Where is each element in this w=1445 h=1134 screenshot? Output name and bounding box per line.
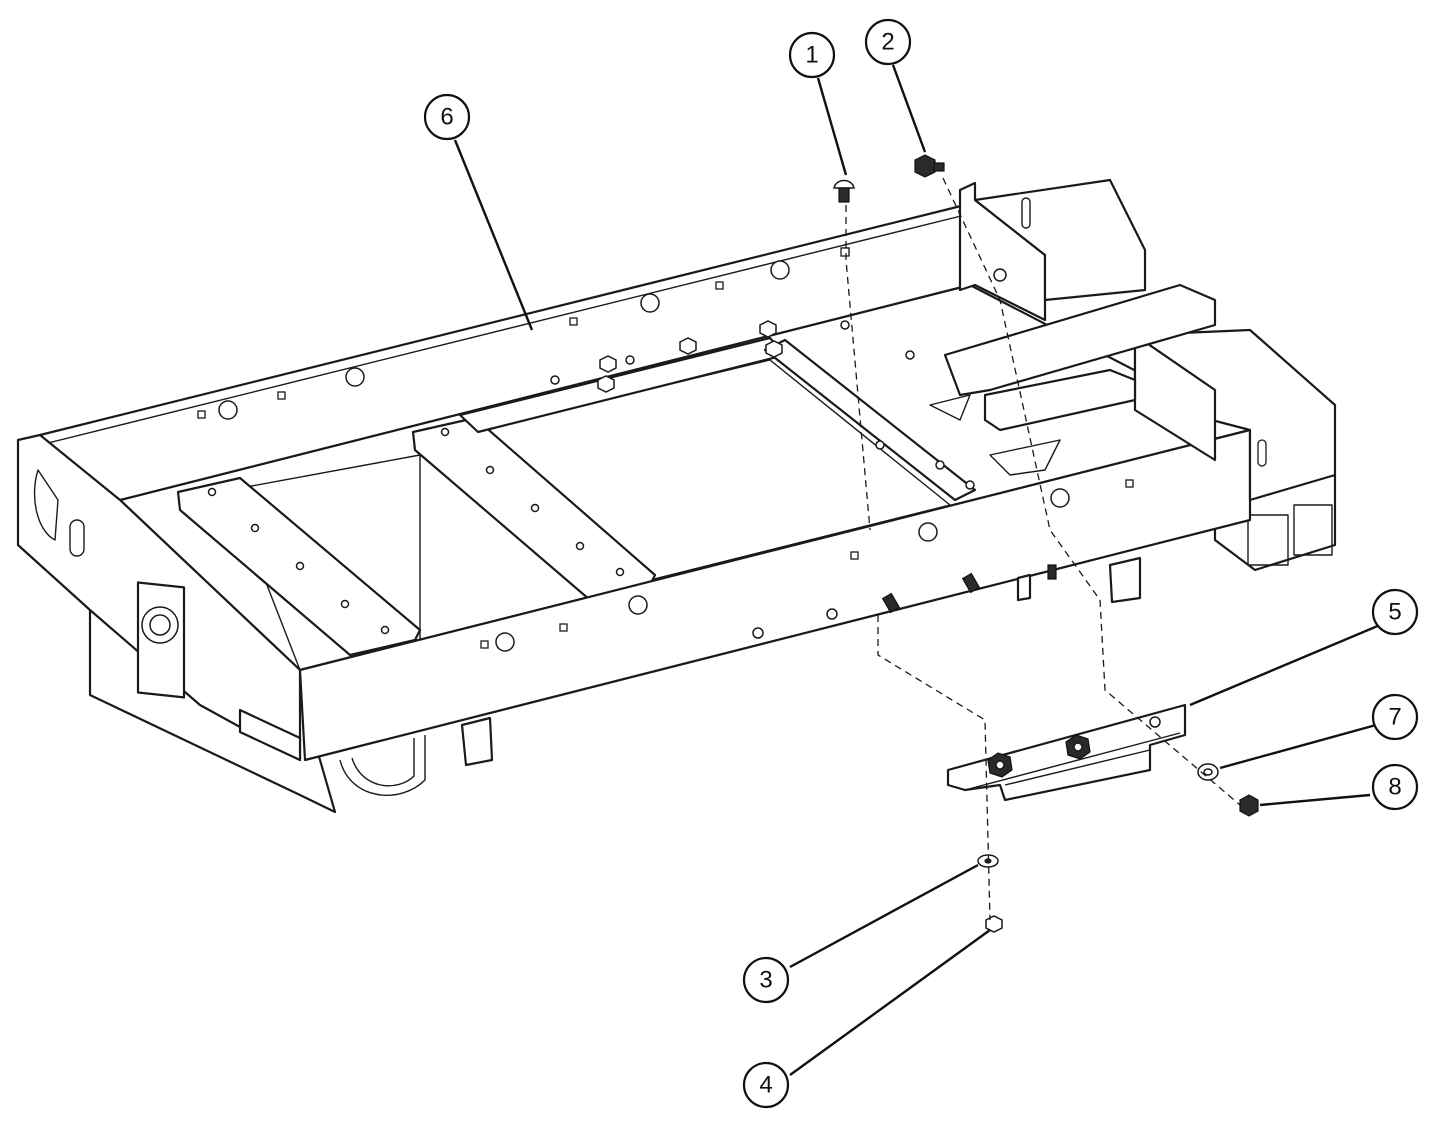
deck-bolt: [599, 355, 617, 373]
back-rail-edge: [39, 214, 966, 446]
deck-bracket-lower: [983, 368, 1137, 432]
front-rail-square: [559, 623, 568, 632]
rail-stud: [1047, 564, 1057, 580]
member-hole: [380, 625, 390, 635]
deck-hole: [625, 355, 635, 365]
callout-2: 2: [864, 18, 912, 66]
left-end-slot-1: [33, 469, 59, 541]
left-end-slot-2: [69, 519, 85, 557]
deck-hole: [875, 440, 885, 450]
wheel-arc: [339, 735, 426, 796]
front-rail-square: [850, 551, 859, 560]
tube-end-right: [1293, 504, 1333, 556]
under-tab-2: [1108, 556, 1142, 604]
member-hole: [295, 561, 305, 571]
callout-1: 1: [788, 31, 836, 79]
callout-1-label: 1: [805, 42, 818, 69]
leader-5: [1189, 623, 1381, 707]
part-8-nut: [1239, 794, 1259, 817]
member-hole: [440, 427, 450, 437]
part-5-bracket: [946, 703, 1187, 802]
member-hole: [575, 541, 585, 551]
deck-hole: [965, 480, 975, 490]
deck-hole: [935, 460, 945, 470]
rail-square: [715, 281, 724, 290]
front-rail-square: [1257, 439, 1267, 467]
member-hole: [615, 567, 625, 577]
deck-bolt: [679, 337, 697, 355]
leader-lines: [453, 64, 1381, 1076]
part-1-carriage-bolt: [833, 179, 855, 257]
callout-8: 8: [1371, 763, 1419, 811]
upright-hole: [993, 268, 1007, 282]
deck-hole: [905, 350, 915, 360]
part-2-flange-bolt: [914, 154, 945, 178]
rail-square: [569, 317, 578, 326]
tube-end-left: [1247, 514, 1289, 566]
callout-2-label: 2: [881, 29, 894, 56]
callout-3: 3: [742, 956, 790, 1004]
callout-4-label: 4: [759, 1072, 772, 1099]
rail-hole: [218, 400, 238, 420]
callout-3-label: 3: [759, 967, 772, 994]
deck-bracket: [943, 283, 1217, 397]
deck-hole: [840, 320, 850, 330]
deck-bolt: [597, 375, 615, 393]
leader-6: [453, 139, 534, 331]
front-rail-hole: [628, 595, 648, 615]
part-4-nut: [985, 915, 1003, 933]
bearing-inner: [149, 614, 171, 636]
upright-slot: [1021, 197, 1031, 229]
member-hole: [485, 465, 495, 475]
rail-square: [277, 391, 286, 400]
leader-7: [1219, 723, 1377, 770]
leader-2: [891, 64, 927, 153]
rail-square: [197, 410, 206, 419]
rail-stud: [881, 592, 901, 614]
left-lower-slot: [238, 708, 302, 762]
front-rail-hole: [1050, 488, 1070, 508]
assembly-lines: [845, 177, 1241, 921]
upright-back-wall: [973, 178, 1147, 302]
leader-1: [816, 77, 848, 176]
wheel-arc-inner: [351, 738, 415, 787]
deck-tab-2: [929, 394, 971, 421]
callout-8-label: 8: [1388, 774, 1401, 801]
front-rail-square: [480, 640, 489, 649]
front-rail-hole: [918, 522, 938, 542]
front-rail-hole: [495, 632, 515, 652]
callout-5-label: 5: [1388, 599, 1401, 626]
rail-hole: [770, 260, 790, 280]
rail-stud: [961, 572, 981, 594]
deck-bolt: [759, 320, 777, 338]
member-hole: [250, 523, 260, 533]
deck-hole: [550, 375, 560, 385]
under-tab-3: [1016, 573, 1032, 602]
member-hole: [340, 599, 350, 609]
leader-3: [789, 863, 979, 969]
deck-tab: [989, 439, 1061, 476]
member-hole: [207, 487, 217, 497]
rail-hole: [640, 293, 660, 313]
front-rail-hole: [752, 627, 764, 639]
front-rail-square: [1125, 479, 1134, 488]
rail-hole: [345, 367, 365, 387]
callout-6: 6: [423, 93, 471, 141]
member-hole: [530, 503, 540, 513]
part-7-washer-hole: [1203, 768, 1213, 776]
leader-8: [1259, 793, 1371, 807]
under-tab-1: [460, 716, 494, 767]
leader-4: [789, 929, 991, 1076]
callout-7: 7: [1371, 693, 1419, 741]
callout-5: 5: [1371, 588, 1419, 636]
callout-7-label: 7: [1388, 704, 1401, 731]
callout-4: 4: [742, 1061, 790, 1109]
callout-6-label: 6: [440, 104, 453, 131]
front-rail-hole: [826, 608, 838, 620]
deck-bolt: [765, 340, 783, 358]
frame-assembly: [16, 178, 1337, 814]
